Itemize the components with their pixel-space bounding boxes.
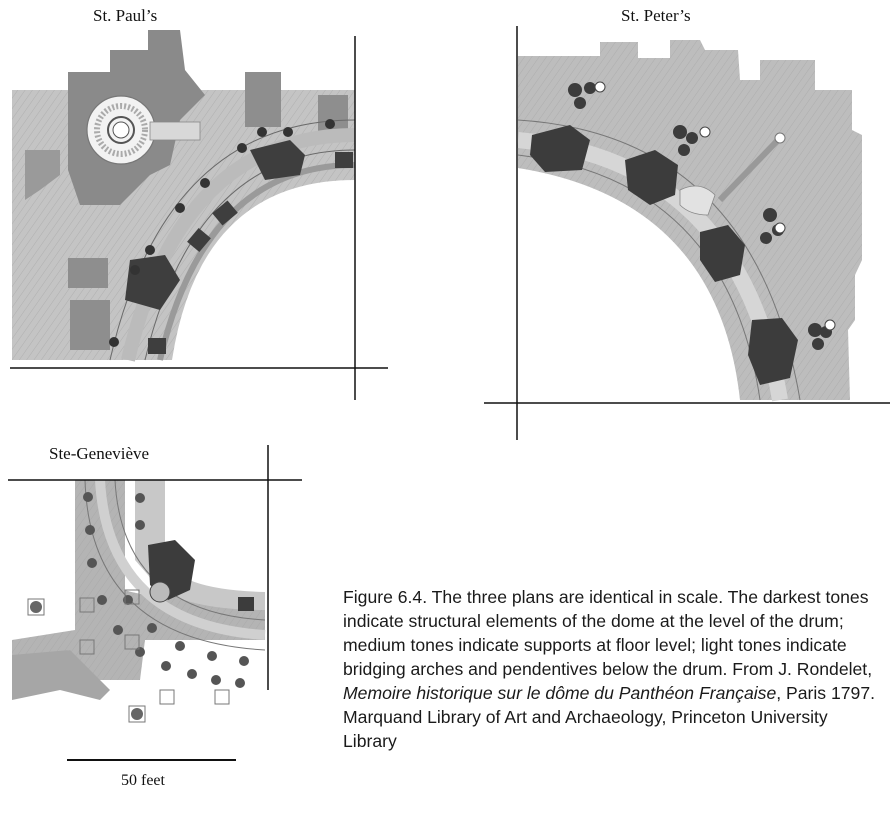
ste-genevieve-plan — [8, 445, 302, 723]
caption-source: , Paris 1797. Marquand Library of Art an… — [343, 683, 876, 751]
plan-label-ste-genevieve: Ste-Geneviève — [49, 444, 150, 463]
st-pauls-plan — [10, 30, 388, 400]
figure-caption: Figure 6.4. The three plans are identica… — [343, 585, 883, 753]
scale-bar — [67, 759, 236, 761]
plan-label-st-peters: St. Peter’s — [621, 6, 691, 25]
plan-label-st-pauls: St. Paul’s — [93, 6, 158, 25]
caption-text: Figure 6.4. The three plans are identica… — [343, 587, 873, 679]
caption-title: Memoire historique sur le dôme du Panthé… — [343, 683, 777, 703]
st-peters-plan — [484, 26, 890, 440]
scale-label: 50 feet — [121, 772, 165, 789]
